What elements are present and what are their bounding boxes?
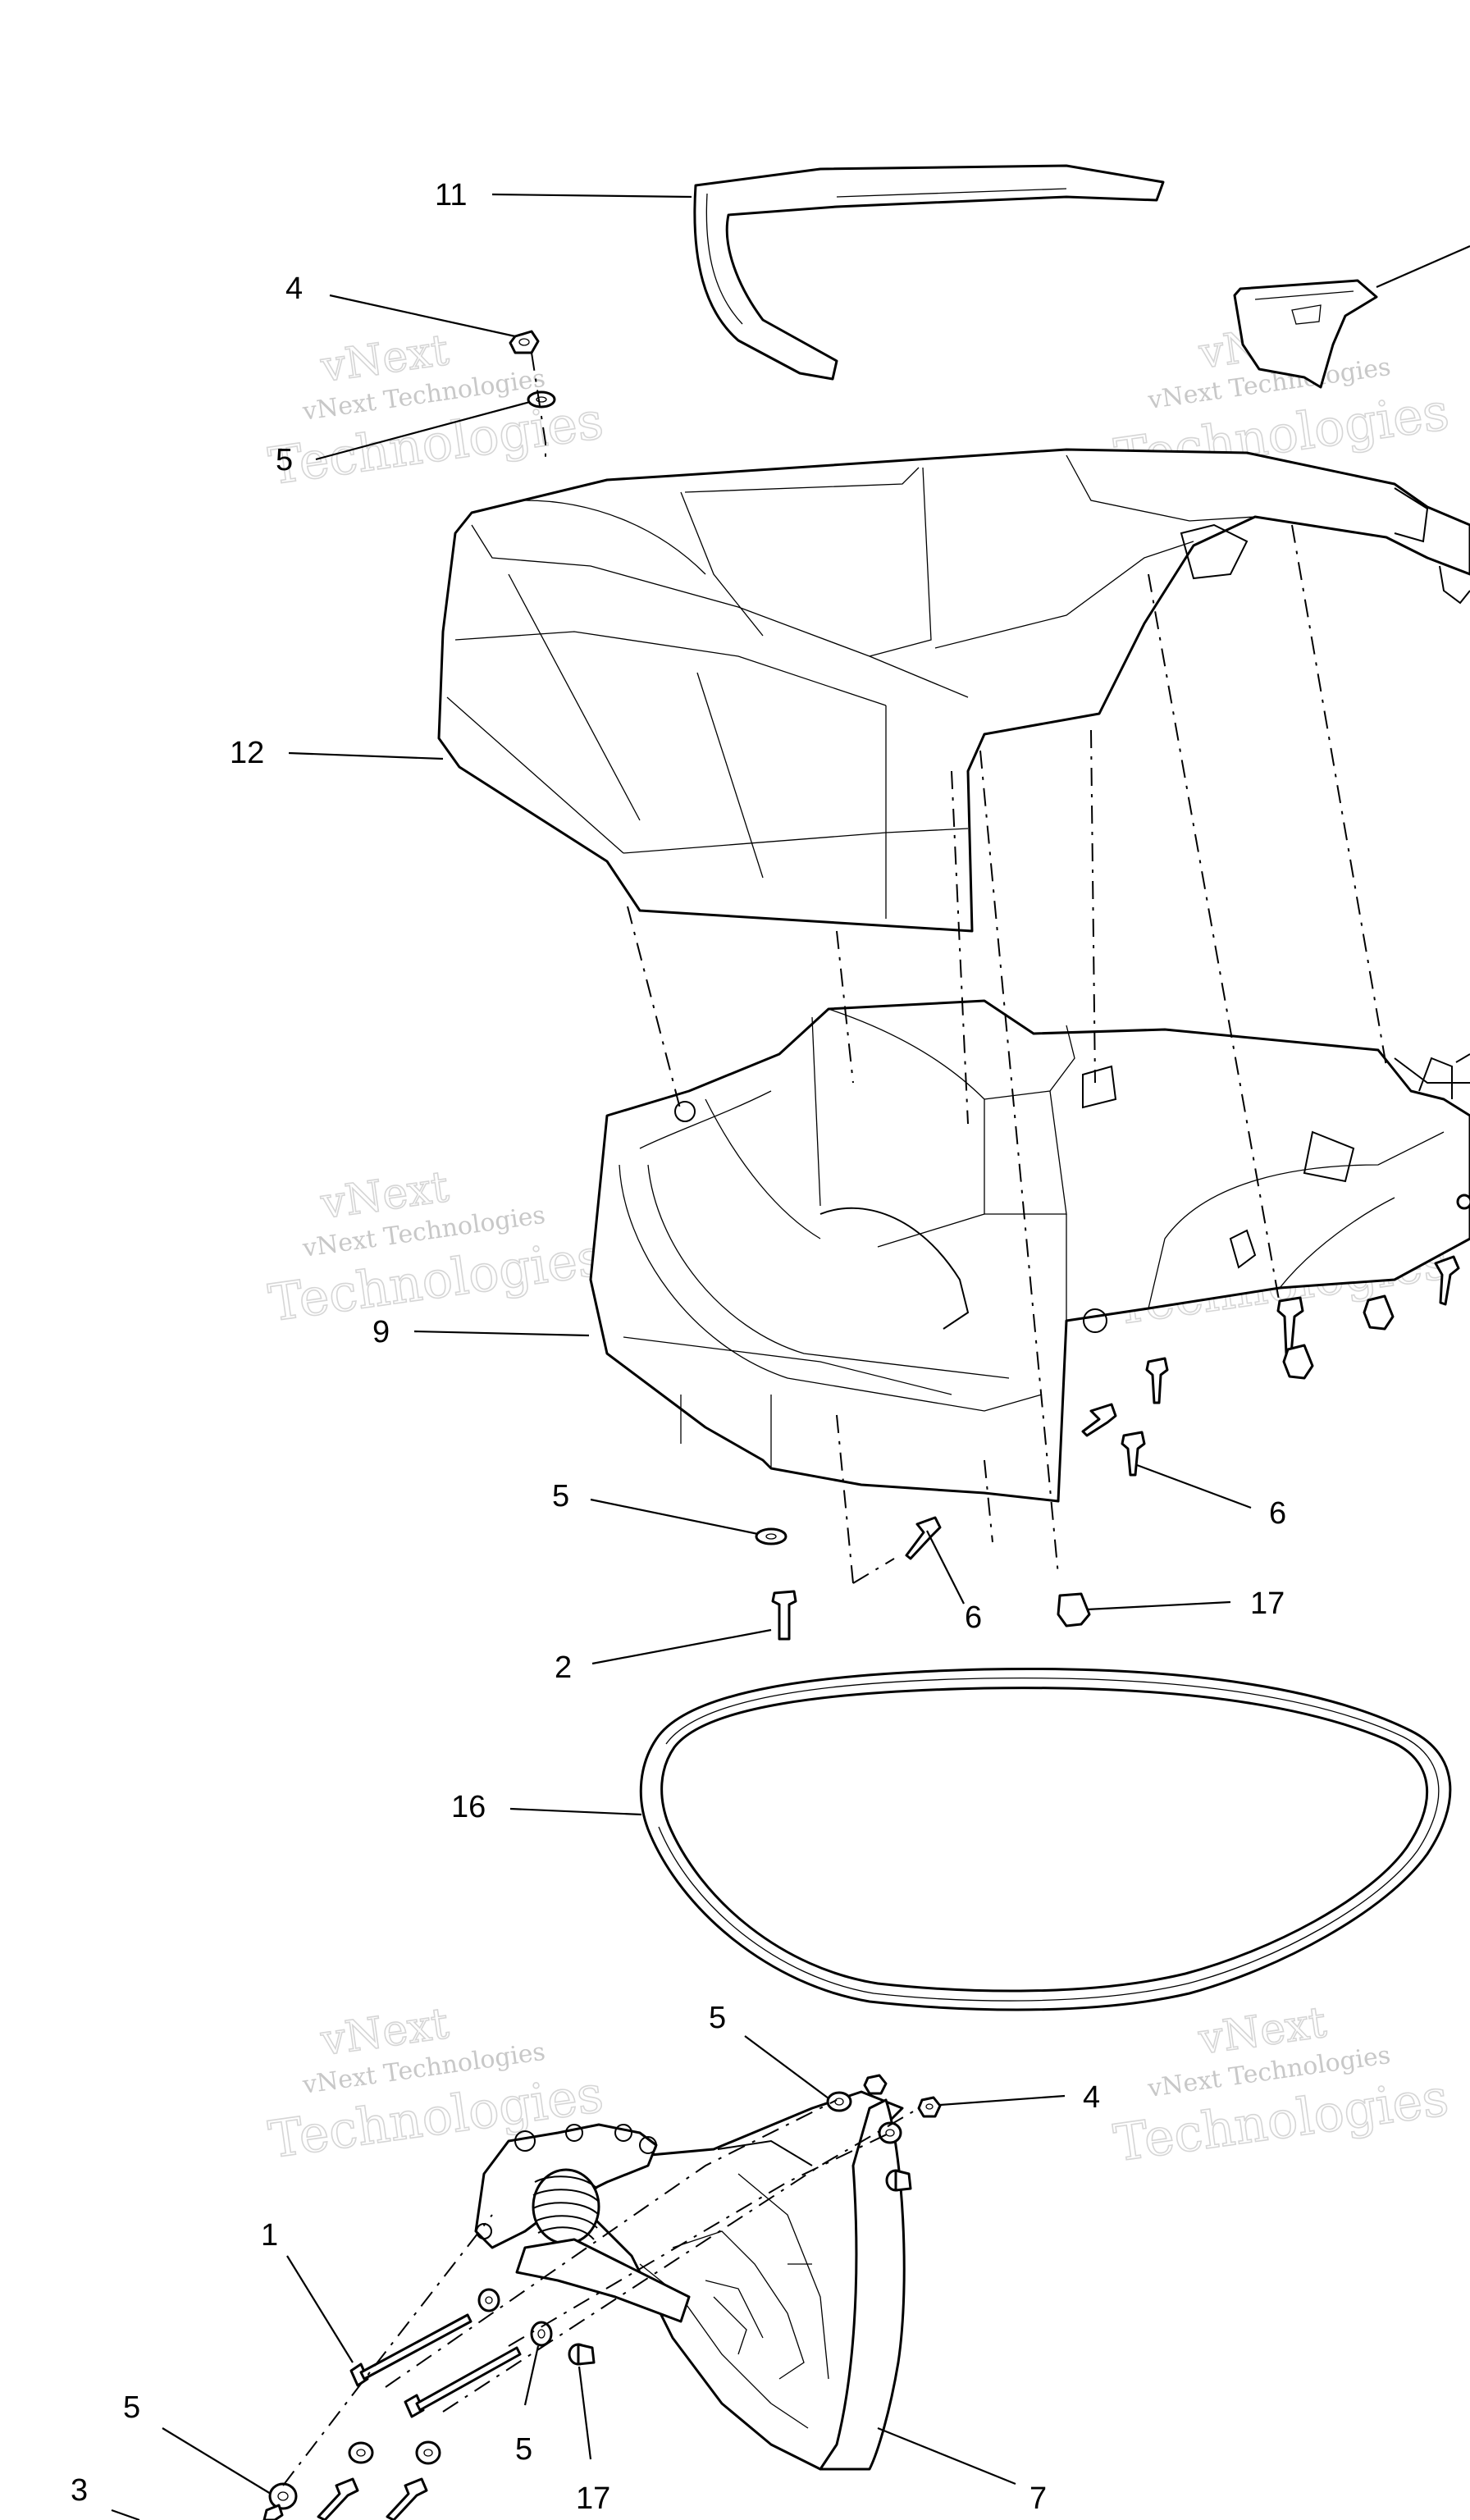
part-12-upper-cover: [437, 448, 1470, 933]
leader-lines: [111, 193, 1252, 2520]
washer-bolt-a: [477, 2288, 500, 2312]
callout-17-mid: 17: [1250, 1586, 1285, 1621]
part-9-lower-housing: [589, 999, 1470, 1503]
washer-5-left: [268, 2482, 298, 2510]
callout-6-mid: 6: [965, 1600, 982, 1635]
watermark-mid-left: vNext vNext Technologies Technologies: [264, 1162, 607, 1334]
callout-9: 9: [372, 1315, 390, 1349]
spring-arm-assembly: [474, 2123, 691, 2323]
screws-6-right: [1081, 1255, 1460, 1477]
bolt-1-b: [404, 2346, 522, 2418]
clips-right: [1282, 1194, 1470, 1380]
callout-4-low: 4: [1083, 2080, 1100, 2115]
callout-7: 7: [1029, 2481, 1047, 2516]
callout-3: 3: [71, 2473, 88, 2508]
spacer-low-right: [885, 2169, 912, 2192]
washer-5-top: [527, 390, 556, 409]
part-11-top-trim: [693, 164, 1165, 381]
nut-4-low-a: [863, 2074, 888, 2095]
washer-low-right: [878, 2121, 902, 2144]
assembly-centerlines: [282, 352, 1387, 2486]
bolt-1-a: [349, 2313, 472, 2387]
callout-2: 2: [555, 1650, 572, 1685]
callout-17-bottom: 17: [576, 2481, 610, 2516]
washer-5-mid: [755, 1527, 788, 1545]
callout-11: 11: [435, 178, 467, 212]
screws-bottom-row: [262, 2477, 428, 2520]
callout-16: 16: [451, 1790, 486, 1824]
part-16-seal: [639, 1667, 1452, 2011]
callout-labels: 11 4 5 12 9 5 6 6 17 2 16 5 4 1 5 5 17 7…: [71, 178, 1286, 2516]
clip-17-mid: [1057, 1592, 1091, 1628]
washers-bottom-row: [348, 2440, 441, 2465]
screw-6-mid: [905, 1516, 942, 1560]
callout-1: 1: [261, 2218, 278, 2253]
part-7-belt-guard: [532, 2090, 906, 2471]
callout-5-low: 5: [709, 2001, 726, 2035]
callout-4-top: 4: [285, 272, 303, 306]
washer-5-bottom: [530, 2321, 553, 2347]
nut-4-low-b: [917, 2096, 942, 2118]
callout-5-mid: 5: [552, 1479, 569, 1513]
callout-6-right: 6: [1269, 1496, 1286, 1531]
nut-4-top: [509, 330, 540, 354]
callout-5-left: 5: [123, 2390, 140, 2425]
callout-12: 12: [230, 736, 264, 770]
part-top-right-cap: [1233, 244, 1470, 389]
spacer-17-bottom: [568, 2343, 596, 2366]
washer-5-low: [826, 2091, 852, 2112]
watermark-low-right: vNext vNext Technologies Technologies: [1110, 1997, 1453, 2174]
callout-5-top: 5: [276, 443, 293, 477]
callout-5-bottom: 5: [515, 2432, 532, 2467]
screw-2: [771, 1590, 797, 1641]
